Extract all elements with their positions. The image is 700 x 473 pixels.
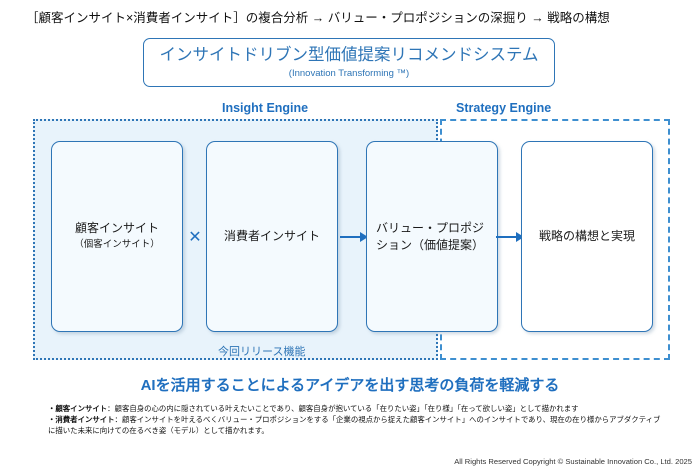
page-title: インサイトドリブン型価値提案リコメンドシステム [159,46,539,65]
footnote-term: ・消費者インサイト [48,414,115,424]
card-customer-insight-subtitle: （個客インサイト） [74,239,160,251]
card-customer-insight-content: 顧客インサイト （個客インサイト） [65,221,169,251]
page-subtitle: (Innovation Transforming ™) [288,67,410,79]
card-consumer-insight[interactable]: 消費者インサイト [206,141,338,332]
footnotes: ・顧客インサイト：顧客自身の心の内に隠されている叶えたいことであり、顧客自身が抱… [48,404,662,437]
insight-engine-label: Insight Engine [222,101,309,115]
multiply-operator-icon: ✕ [188,229,202,246]
card-customer-insight[interactable]: 顧客インサイト （個客インサイト） [51,141,183,332]
footnote-text: 顧客インサイトを叶えるべくバリュー・プロポジションをする「企業の視点から捉えた顧… [48,414,661,435]
breadcrumb: ［顧客インサイト×消費者インサイト］の複合分析 → バリュー・プロポジションの深… [26,11,610,25]
arrow-head [516,232,524,242]
arrow-head [360,232,368,242]
card-strategy[interactable]: 戦略の構想と実現 [521,141,653,332]
card-consumer-insight-content: 消費者インサイト [215,229,329,245]
arrow-shaft [496,236,517,238]
card-value-proposition-title: バリュー・プロポジション（価値提案） [376,221,485,252]
card-value-proposition-content: バリュー・プロポジション（価値提案） [367,220,497,252]
arrow-shaft [340,236,361,238]
arrow-right-icon-value-to-strategy [496,232,524,242]
footnote-item: ・消費者インサイト：顧客インサイトを叶えるべくバリュー・プロポジションをする「企… [48,415,662,437]
card-value-proposition[interactable]: バリュー・プロポジション（価値提案） [366,141,498,332]
footnote-separator: ： [107,404,115,413]
footnote-item: ・顧客インサイト：顧客自身の心の内に隠されている叶えたいことであり、顧客自身が抱… [48,404,662,415]
card-consumer-insight-title: 消費者インサイト [223,228,320,243]
system-title-box: インサイトドリブン型価値提案リコメンドシステム (Innovation Tran… [143,38,555,87]
strategy-engine-label: Strategy Engine [456,101,552,115]
tagline: AIを活用することによるアイデアを出す思考の負荷を軽減する [140,377,560,394]
footnote-text: 顧客自身の心の内に隠されている叶えたいことであり、顧客自身が抱いている「在りたい… [114,404,579,413]
footer-copyright: All Rights Reserved Copyright © Sustaina… [454,457,692,466]
arrow-right-icon-insight-to-value [340,232,368,242]
footnote-separator: ： [114,414,122,424]
card-strategy-title: 戦略の構想と実現 [538,228,635,243]
card-customer-insight-title: 顧客インサイト [74,221,159,236]
card-strategy-content: 戦略の構想と実現 [530,229,644,245]
release-feature-label: 今回リリース機能 [218,346,306,358]
footnote-term: ・顧客インサイト [48,404,108,413]
